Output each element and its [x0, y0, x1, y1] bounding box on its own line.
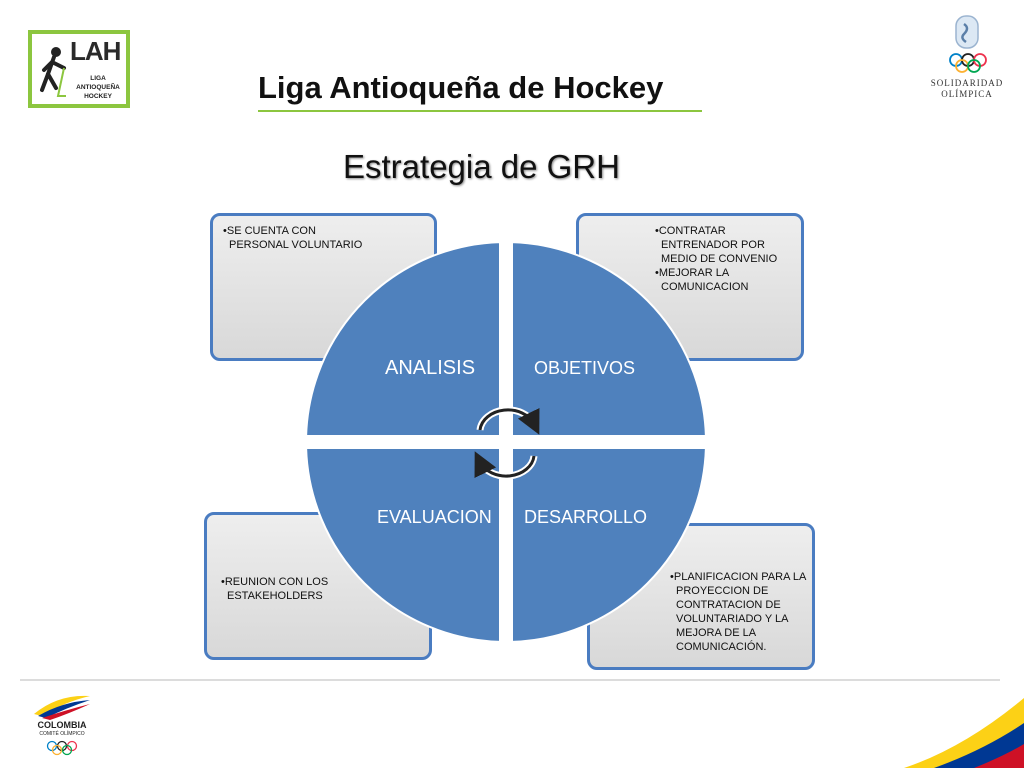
olympic-rings-icon [949, 15, 987, 73]
list-item: CONTRATAR ENTRENADOR POR MEDIO DE CONVEN… [651, 224, 791, 266]
quadrant-label-desarrollo: DESARROLLO [524, 507, 647, 527]
page-title: Liga Antioqueña de Hockey [258, 70, 664, 105]
page-subtitle: Estrategia de GRH [343, 148, 620, 185]
olympic-rings-icon [46, 740, 78, 756]
cycle-arrows-icon [474, 406, 540, 480]
lah-name: LIGA ANTIOQUEÑA HOCKEY [68, 74, 128, 101]
lah-name-line2: HOCKEY [84, 93, 112, 100]
list-item: PLANIFICACION PARA LA PROYECCION DE CONT… [666, 570, 806, 654]
comite-olimpico-colombiano-logo: COLOMBIA COMITÉ OLÍMPICO [28, 690, 96, 758]
solidaridad-olimpica-logo: SOLIDARIDAD OLÍMPICA [924, 12, 1010, 102]
solidaridad-text: SOLIDARIDAD OLÍMPICA [924, 78, 1010, 100]
list-item: REUNION CON LOS ESTAKEHOLDERS [217, 575, 337, 603]
quadrant-label-evaluacion: EVALUACION [377, 507, 492, 527]
lah-logo: LAH LIGA ANTIOQUEÑA HOCKEY [28, 30, 130, 108]
quadrant-label-analisis: ANALISIS [385, 357, 475, 379]
flag-swoosh-icon [34, 695, 90, 720]
colombia-text: COLOMBIA [37, 720, 87, 730]
title-underline [258, 110, 702, 112]
solidaridad-line1: SOLIDARIDAD [930, 78, 1004, 88]
quadrant-analisis [305, 241, 501, 437]
footer-divider [20, 679, 1000, 681]
list-item: SE CUENTA CON PERSONAL VOLUNTARIO [219, 224, 369, 252]
quadrant-objetivos [511, 241, 707, 437]
quadrant-desarrollo [511, 447, 707, 643]
quadrant-evaluacion [305, 447, 501, 643]
quadrant-label-objetivos: OBJETIVOS [534, 358, 635, 378]
list-item: MEJORAR LA COMUNICACION [651, 266, 791, 294]
hockey-player-icon [40, 47, 66, 97]
lah-abbrev: LAH [70, 36, 121, 66]
lah-name-line1: LIGA ANTIOQUEÑA [76, 75, 120, 91]
solidaridad-line2: OLÍMPICA [941, 89, 993, 99]
comite-text: COMITÉ OLÍMPICO [39, 731, 85, 737]
flag-corner-decoration [904, 698, 1024, 768]
